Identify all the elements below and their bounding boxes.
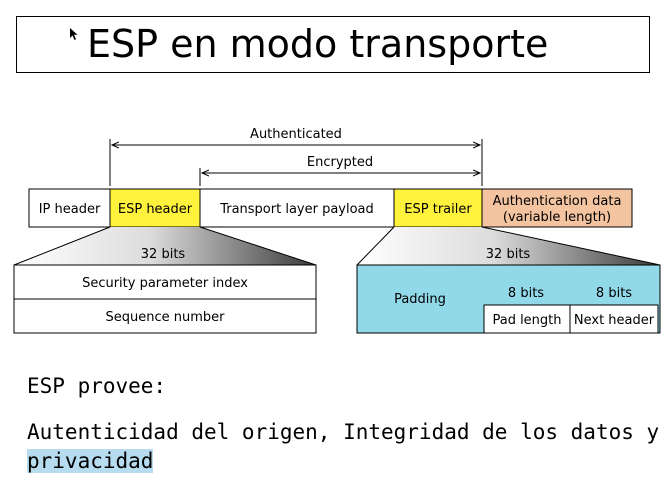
next-header-cell — [569, 304, 659, 334]
header-bits-label: 32 bits — [141, 247, 186, 262]
title-box: ESP en modo transporte — [16, 16, 650, 73]
next-header-label: Next header — [574, 313, 655, 328]
pad-length-label: Pad length — [492, 313, 561, 328]
authenticated-label: Authenticated — [250, 127, 342, 142]
sequence-label: Sequence number — [106, 310, 226, 325]
pad-length-bits-label: 8 bits — [508, 286, 544, 301]
features-line-1: Autenticidad del origen, Integridad de l… — [27, 420, 660, 444]
ip-header-label: IP header — [39, 202, 101, 217]
features-line-2: privacidad — [27, 447, 154, 475]
pad-length-cell — [483, 304, 571, 334]
esp-header-cell — [109, 188, 201, 228]
esp-transport-diagram: Authenticated Encrypted IP header ESP he… — [13, 127, 661, 334]
esp-header-label: ESP header — [118, 202, 193, 217]
auth-data-cell — [481, 188, 633, 228]
payload-label: Transport layer payload — [219, 202, 374, 217]
auth-data-label-line1: Authentication data — [493, 194, 622, 209]
slide-title: ESP en modo transporte — [87, 22, 549, 66]
auth-data-label-line2: (variable length) — [503, 210, 611, 225]
spi-label: Security parameter index — [82, 276, 248, 291]
header-expansion-right-line — [199, 226, 317, 266]
esp-trailer-cell — [393, 188, 483, 228]
esp-trailer-label: ESP trailer — [404, 202, 472, 217]
next-header-bits-label: 8 bits — [596, 286, 632, 301]
trailer-expansion-right-line — [481, 226, 661, 266]
trailer-expansion-left-line — [356, 226, 395, 266]
payload-cell — [199, 188, 395, 228]
mouse-cursor-icon — [70, 28, 78, 40]
padding-label: Padding — [394, 292, 446, 307]
highlighted-privacidad: privacidad — [27, 449, 154, 473]
trailer-bits-label: 32 bits — [486, 247, 531, 262]
trailer-expansion-shade — [357, 227, 660, 265]
header-expansion-shade — [14, 227, 316, 265]
header-expansion-left-line — [13, 226, 111, 266]
esp-provee-text: ESP provee: — [27, 374, 167, 398]
sequence-cell — [13, 298, 317, 334]
encrypted-label: Encrypted — [307, 155, 373, 170]
spi-cell — [13, 264, 317, 300]
